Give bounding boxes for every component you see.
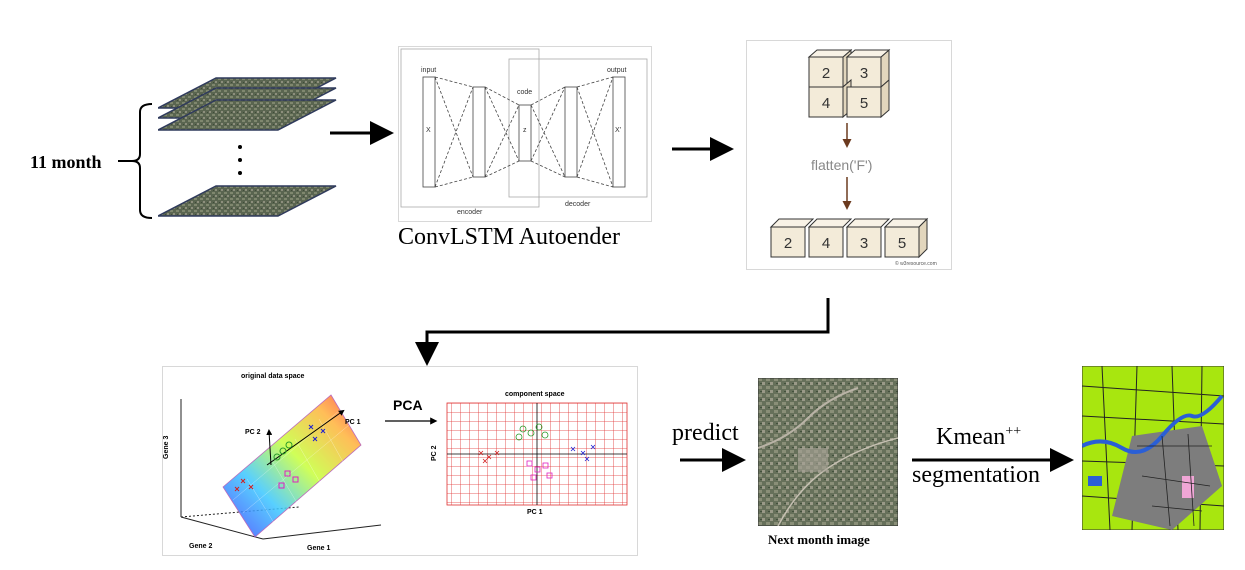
kmeans-main: Kmean [936, 424, 1006, 450]
xprime-label: X' [615, 127, 622, 134]
flatten-graphic: 2 3 4 5 2 4 3 5 [769, 48, 929, 259]
code-label: code [517, 89, 533, 96]
cube-bottom-3 [883, 217, 929, 259]
flatten-operation-label: flatten('F') [811, 157, 873, 173]
cube-top-label-0: 2 [822, 65, 830, 82]
decoder-label: decoder [565, 201, 591, 208]
z-label: z [523, 127, 527, 134]
cube-top-label-2: 4 [822, 95, 830, 112]
image-layer-last [158, 185, 337, 217]
cube-top-3 [846, 78, 890, 119]
component-clusters [478, 423, 596, 481]
component-y-label: PC 2 [431, 445, 438, 461]
pca-graphic [180, 394, 628, 540]
kmeans-label: Kmean++ [936, 424, 1021, 451]
pc2-label: PC 2 [245, 429, 261, 436]
brace-icon [118, 103, 153, 219]
satellite-image-stack [158, 77, 337, 217]
kmeans-sup: ++ [1005, 424, 1022, 439]
month-count-label: 11 month [30, 152, 102, 172]
cube-bottom-1 [807, 218, 853, 258]
cube-bottom-2 [845, 218, 891, 258]
segmentation-label: segmentation [912, 462, 1040, 488]
ellipsis-dot [238, 171, 242, 175]
gene1-label: Gene 1 [307, 545, 331, 552]
autoencoder-diagram: input output code X z X' encoder decoder [398, 46, 652, 222]
arrow-flatten-to-pca [415, 298, 830, 366]
segmentation-map [1082, 366, 1224, 530]
pca-arrow-label: PCA [393, 397, 423, 413]
input-label: input [421, 67, 437, 74]
image-layer-3 [158, 99, 337, 131]
output-label: output [607, 67, 627, 74]
pca-diagram: original data space PC 1 PC 2 Gene 3 Gen… [162, 366, 638, 556]
pc1-label: PC 1 [345, 419, 361, 426]
next-month-satellite-image [758, 378, 898, 526]
gene2-label: Gene 2 [189, 543, 213, 550]
x-label: X [426, 127, 431, 134]
encoder-label: encoder [457, 209, 483, 216]
predict-label: predict [672, 420, 739, 446]
original-space-title: original data space [241, 373, 305, 380]
cube-bottom-label-1: 4 [822, 235, 830, 252]
component-space-title: component space [505, 391, 565, 398]
next-month-caption: Next month image [768, 532, 870, 547]
credit-label: © w3resource.com [895, 261, 937, 267]
cube-top-label-3: 5 [860, 95, 868, 112]
autoencoder-graphic [400, 48, 648, 208]
flatten-diagram: 2 3 4 5 2 4 3 5 flatten('F') © w3resourc… [746, 40, 952, 270]
cube-bottom-label-3: 5 [898, 235, 906, 252]
component-x-label: PC 1 [527, 509, 543, 516]
cube-bottom-0 [769, 218, 815, 258]
axes-3d [180, 399, 382, 540]
cube-bottom-label-2: 3 [860, 235, 868, 252]
pca-plane [222, 394, 362, 538]
cube-bottom-label-0: 2 [784, 235, 792, 252]
scatter-3d [234, 424, 326, 492]
pc2-arrow [266, 429, 273, 466]
autoencoder-caption: ConvLSTM Autoender [398, 224, 620, 250]
gene3-label: Gene 3 [163, 435, 170, 459]
cube-top-label-1: 3 [860, 65, 868, 82]
ellipsis-dot [238, 158, 242, 162]
ellipsis-dot [238, 145, 242, 149]
